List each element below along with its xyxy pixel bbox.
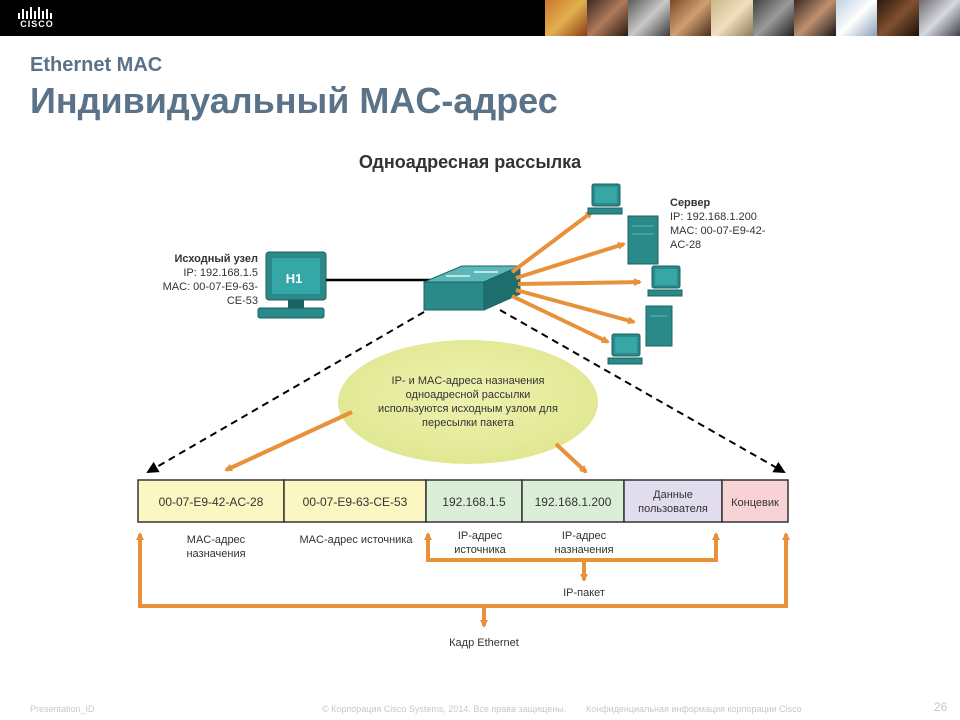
header-photo (752, 0, 794, 36)
frame-field-data (623, 479, 723, 523)
header-photo (628, 0, 670, 36)
frame-field-trailer (721, 479, 789, 523)
frame-text-data-1: Данные (653, 489, 693, 501)
switch-icon (423, 265, 521, 311)
slide-subtitle: Ethernet MAC (30, 54, 163, 76)
frame-text-trailer: Концевик (731, 497, 779, 509)
header-photo (877, 0, 919, 36)
server-info: Сервер IP: 192.168.1.200 MAC: 00-07-E9-4… (670, 197, 766, 251)
bubble-line-3: используются исходным узлом для (378, 403, 558, 415)
callout-bubble (338, 340, 598, 464)
bubble-line-1: IP- и MAC-адреса назначения (392, 375, 545, 387)
cisco-logo: CISCO (12, 6, 62, 30)
header-photo (545, 0, 587, 36)
label-dst-ip-2: назначения (554, 544, 613, 556)
header-photo-strip (545, 0, 960, 36)
label-ip-packet: IP-пакет (563, 587, 605, 599)
label-src-mac: MAC-адрес источника (300, 534, 414, 546)
label-ethernet-frame: Кадр Ethernet (449, 637, 519, 649)
server-icon (627, 215, 659, 265)
top-banner: CISCO (0, 0, 960, 36)
host-badge: H1 (286, 271, 303, 286)
frame-text-data-2: пользователя (638, 503, 708, 515)
pc-icon (607, 333, 643, 365)
label-dest-mac-2: назначения (186, 548, 245, 560)
label-src-ip-1: IP-адрес (458, 530, 503, 542)
zoom-line-right (499, 309, 786, 473)
label-dst-ip-1: IP-адрес (562, 530, 607, 542)
pc-icon (587, 183, 623, 215)
footer-presentation-id: Presentation_ID (30, 704, 95, 714)
server-label: Сервер (670, 197, 711, 209)
ip-packet-bracket (424, 532, 720, 582)
source-host-ip: IP: 192.168.1.5 (183, 267, 258, 279)
bubble-arrow-left (224, 410, 353, 472)
server-mac-2: AC-28 (670, 239, 701, 251)
label-dest-mac-1: MAC-адрес (187, 534, 246, 546)
ethernet-frame: 00-07-E9-42-AC-28 00-07-E9-63-CE-53 192.… (137, 479, 789, 523)
header-photo (794, 0, 836, 36)
frame-text-dst-ip: 192.168.1.200 (535, 495, 612, 509)
footer-confidential: Конфиденциальная информация корпорации C… (586, 704, 802, 714)
page-number: 26 (934, 700, 948, 714)
header-photo (918, 0, 960, 36)
header-photo (586, 0, 628, 36)
bubble-line-4: пересылки пакета (422, 417, 515, 429)
source-host-mac-2: CE-53 (227, 295, 258, 307)
bubble-line-2: одноадресной рассылки (406, 389, 531, 401)
slide-title: Индивидуальный MAC-адрес (30, 80, 558, 121)
diagram-heading: Одноадресная рассылка (359, 152, 582, 172)
logo-text: CISCO (20, 19, 54, 29)
header-photo (835, 0, 877, 36)
server-mac-1: MAC: 00-07-E9-42- (670, 225, 766, 237)
forward-arrows (510, 210, 642, 344)
header-photo (669, 0, 711, 36)
server-icon (645, 305, 673, 347)
pc-icon (647, 265, 683, 297)
frame-text-src-ip: 192.168.1.5 (442, 495, 506, 509)
source-host-label: Исходный узел (174, 253, 258, 265)
label-src-ip-2: источника (454, 544, 506, 556)
server-ip: IP: 192.168.1.200 (670, 211, 757, 223)
bubble-arrow-right (554, 442, 588, 474)
zoom-line-left (146, 311, 425, 474)
header-photo (711, 0, 753, 36)
frame-field-dest-mac (137, 479, 285, 523)
cisco-bridge-icon (18, 7, 52, 19)
footer-copyright: © Корпорация Cisco Systems, 2014. Все пр… (322, 704, 567, 714)
ethernet-frame-bracket (136, 532, 790, 628)
frame-text-dest-mac: 00-07-E9-42-AC-28 (159, 495, 264, 509)
source-host-info: Исходный узел IP: 192.168.1.5 MAC: 00-07… (163, 253, 259, 307)
frame-field-src-mac (283, 479, 427, 523)
source-host-mac-1: MAC: 00-07-E9-63- (163, 281, 259, 293)
frame-text-src-mac: 00-07-E9-63-CE-53 (303, 495, 408, 509)
source-pc-icon: H1 (257, 251, 327, 319)
